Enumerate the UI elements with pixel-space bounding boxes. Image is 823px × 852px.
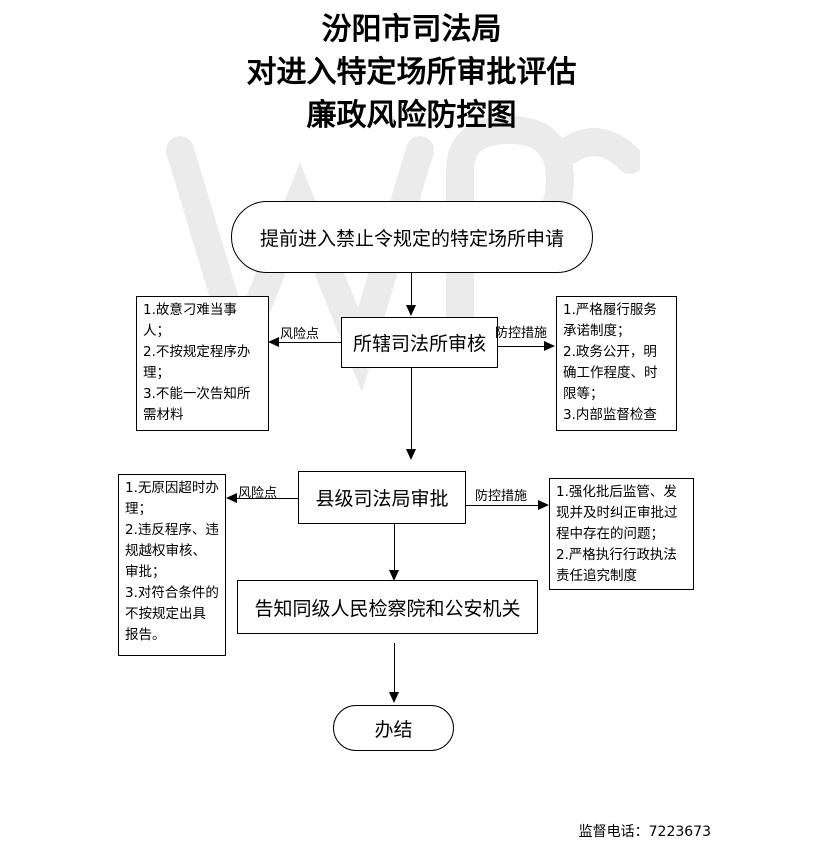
risk2-box: 1.无原因超时办理； 2.违反程序、违规越权审核、审批； 3.对符合条件的不按规… [118, 474, 226, 656]
step3-node: 告知同级人民检察院和公安机关 [237, 580, 538, 634]
connector-step1-control1 [498, 346, 546, 347]
connector-step2-step3 [394, 524, 395, 572]
control1-label: 防控措施 [495, 326, 548, 341]
arrow-right-icon [538, 500, 549, 510]
risk1-label: 风险点 [280, 327, 320, 342]
control1-item-2: 2.政务公开，明确工作程度、时限等； [563, 344, 658, 402]
control2-box: 1.强化批后监管、发现并及时纠正审批过程中存在的问题； 2.严格执行行政执法责任… [549, 478, 694, 590]
end-node: 办结 [333, 705, 454, 751]
step2-node: 县级司法局审批 [298, 471, 466, 524]
step2-label: 县级司法局审批 [315, 488, 449, 510]
control1-item-3: 3.内部监督检查 [563, 407, 657, 423]
connector-step1-step2 [411, 368, 412, 450]
control2-item-2: 2.严格执行行政执法责任追究制度 [556, 547, 677, 584]
arrow-down-icon [389, 570, 399, 581]
connector-step1-risk1 [278, 342, 341, 343]
risk2-item-1: 1.无原因超时办理； [125, 480, 219, 517]
arrow-down-icon [389, 692, 399, 703]
arrow-down-icon [406, 449, 416, 460]
connector-start-step1 [411, 273, 412, 307]
step1-label: 所辖司法所审核 [352, 333, 486, 355]
title-line-1: 汾阳市司法局 [321, 12, 502, 47]
step3-label: 告知同级人民检察院和公安机关 [254, 597, 521, 620]
arrow-right-icon [544, 341, 555, 351]
risk2-label: 风险点 [238, 486, 278, 501]
title-block: 汾阳市司法局 对进入特定场所审批评估 廉政风险防控图 [0, 8, 823, 137]
control1-item-1: 1.严格履行服务承诺制度； [563, 302, 657, 339]
title-line-3: 廉政风险防控图 [306, 98, 517, 133]
risk2-item-2: 2.违反程序、违规越权审核、审批； [125, 522, 219, 580]
connector-step2-control2 [466, 505, 540, 506]
step1-node: 所辖司法所审核 [341, 317, 498, 368]
control2-item-1: 1.强化批后监管、发现并及时纠正审批过程中存在的问题； [556, 484, 678, 542]
connector-step2-risk2 [236, 498, 298, 499]
risk1-item-2: 2.不按规定程序办理； [143, 344, 251, 381]
risk2-item-3: 3.对符合条件的不按规定出具报告。 [125, 585, 219, 643]
arrow-left-icon [226, 493, 237, 503]
control2-label: 防控措施 [475, 489, 528, 504]
arrow-left-icon [268, 337, 279, 347]
risk1-box: 1.故意刁难当事人； 2.不按规定程序办理； 3.不能一次告知所需材料 [136, 296, 269, 431]
title-line-2: 对进入特定场所审批评估 [246, 55, 577, 90]
supervision-phone: 监督电话：7223673 [578, 824, 711, 840]
start-node-label: 提前进入禁止令规定的特定场所申请 [259, 227, 564, 250]
risk1-item-1: 1.故意刁难当事人； [143, 302, 237, 339]
connector-step3-end [394, 643, 395, 693]
start-node: 提前进入禁止令规定的特定场所申请 [231, 201, 593, 273]
risk1-item-3: 3.不能一次告知所需材料 [143, 386, 251, 423]
end-node-label: 办结 [374, 718, 413, 741]
control1-box: 1.严格履行服务承诺制度； 2.政务公开，明确工作程度、时限等； 3.内部监督检… [556, 296, 677, 431]
arrow-down-icon [406, 305, 416, 316]
